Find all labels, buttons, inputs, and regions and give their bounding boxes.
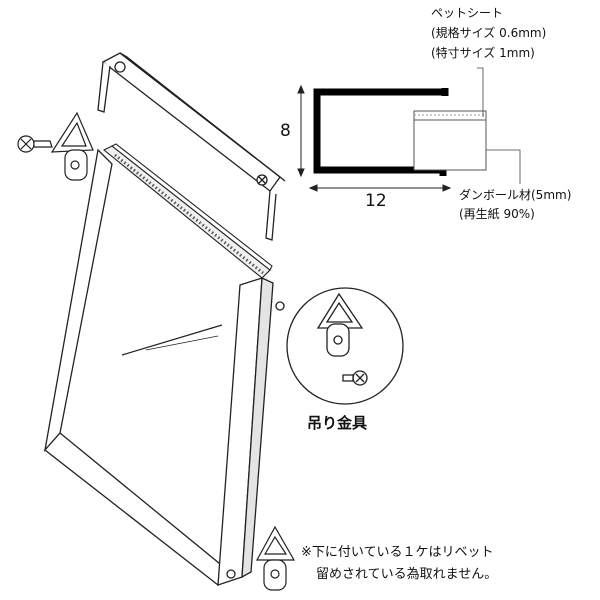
hanger-bracket-left xyxy=(50,111,94,181)
hanger-caption: 吊り金具 xyxy=(307,414,368,432)
lower-frame xyxy=(43,148,285,587)
note-line-1: ※下に付いている１ケはリベット xyxy=(301,545,494,560)
dimension-width-label: 12 xyxy=(365,191,387,211)
dimension-height-label: 8 xyxy=(280,121,291,141)
pet-sheet-title: ペットシート xyxy=(431,6,504,20)
cardboard-title: ダンボール材(5mm) xyxy=(459,188,572,202)
pet-sheet-spec-custom: (特寸サイズ 1mm) xyxy=(431,46,535,60)
top-frame-rail xyxy=(97,52,286,241)
note-line-2: 留めされている為取れません。 xyxy=(316,567,498,582)
hanger-bracket-bottom xyxy=(255,525,296,591)
frame-cross-section xyxy=(313,88,487,176)
cardboard-spec: (再生紙 90%) xyxy=(459,207,535,221)
glazing-panel xyxy=(102,143,273,356)
hanger-detail-circle xyxy=(286,287,404,405)
pet-sheet-spec-standard: (規格サイズ 0.6mm) xyxy=(431,26,547,40)
dimension-lines xyxy=(297,84,452,192)
leader-lines xyxy=(477,67,521,184)
screw-left xyxy=(17,135,53,153)
